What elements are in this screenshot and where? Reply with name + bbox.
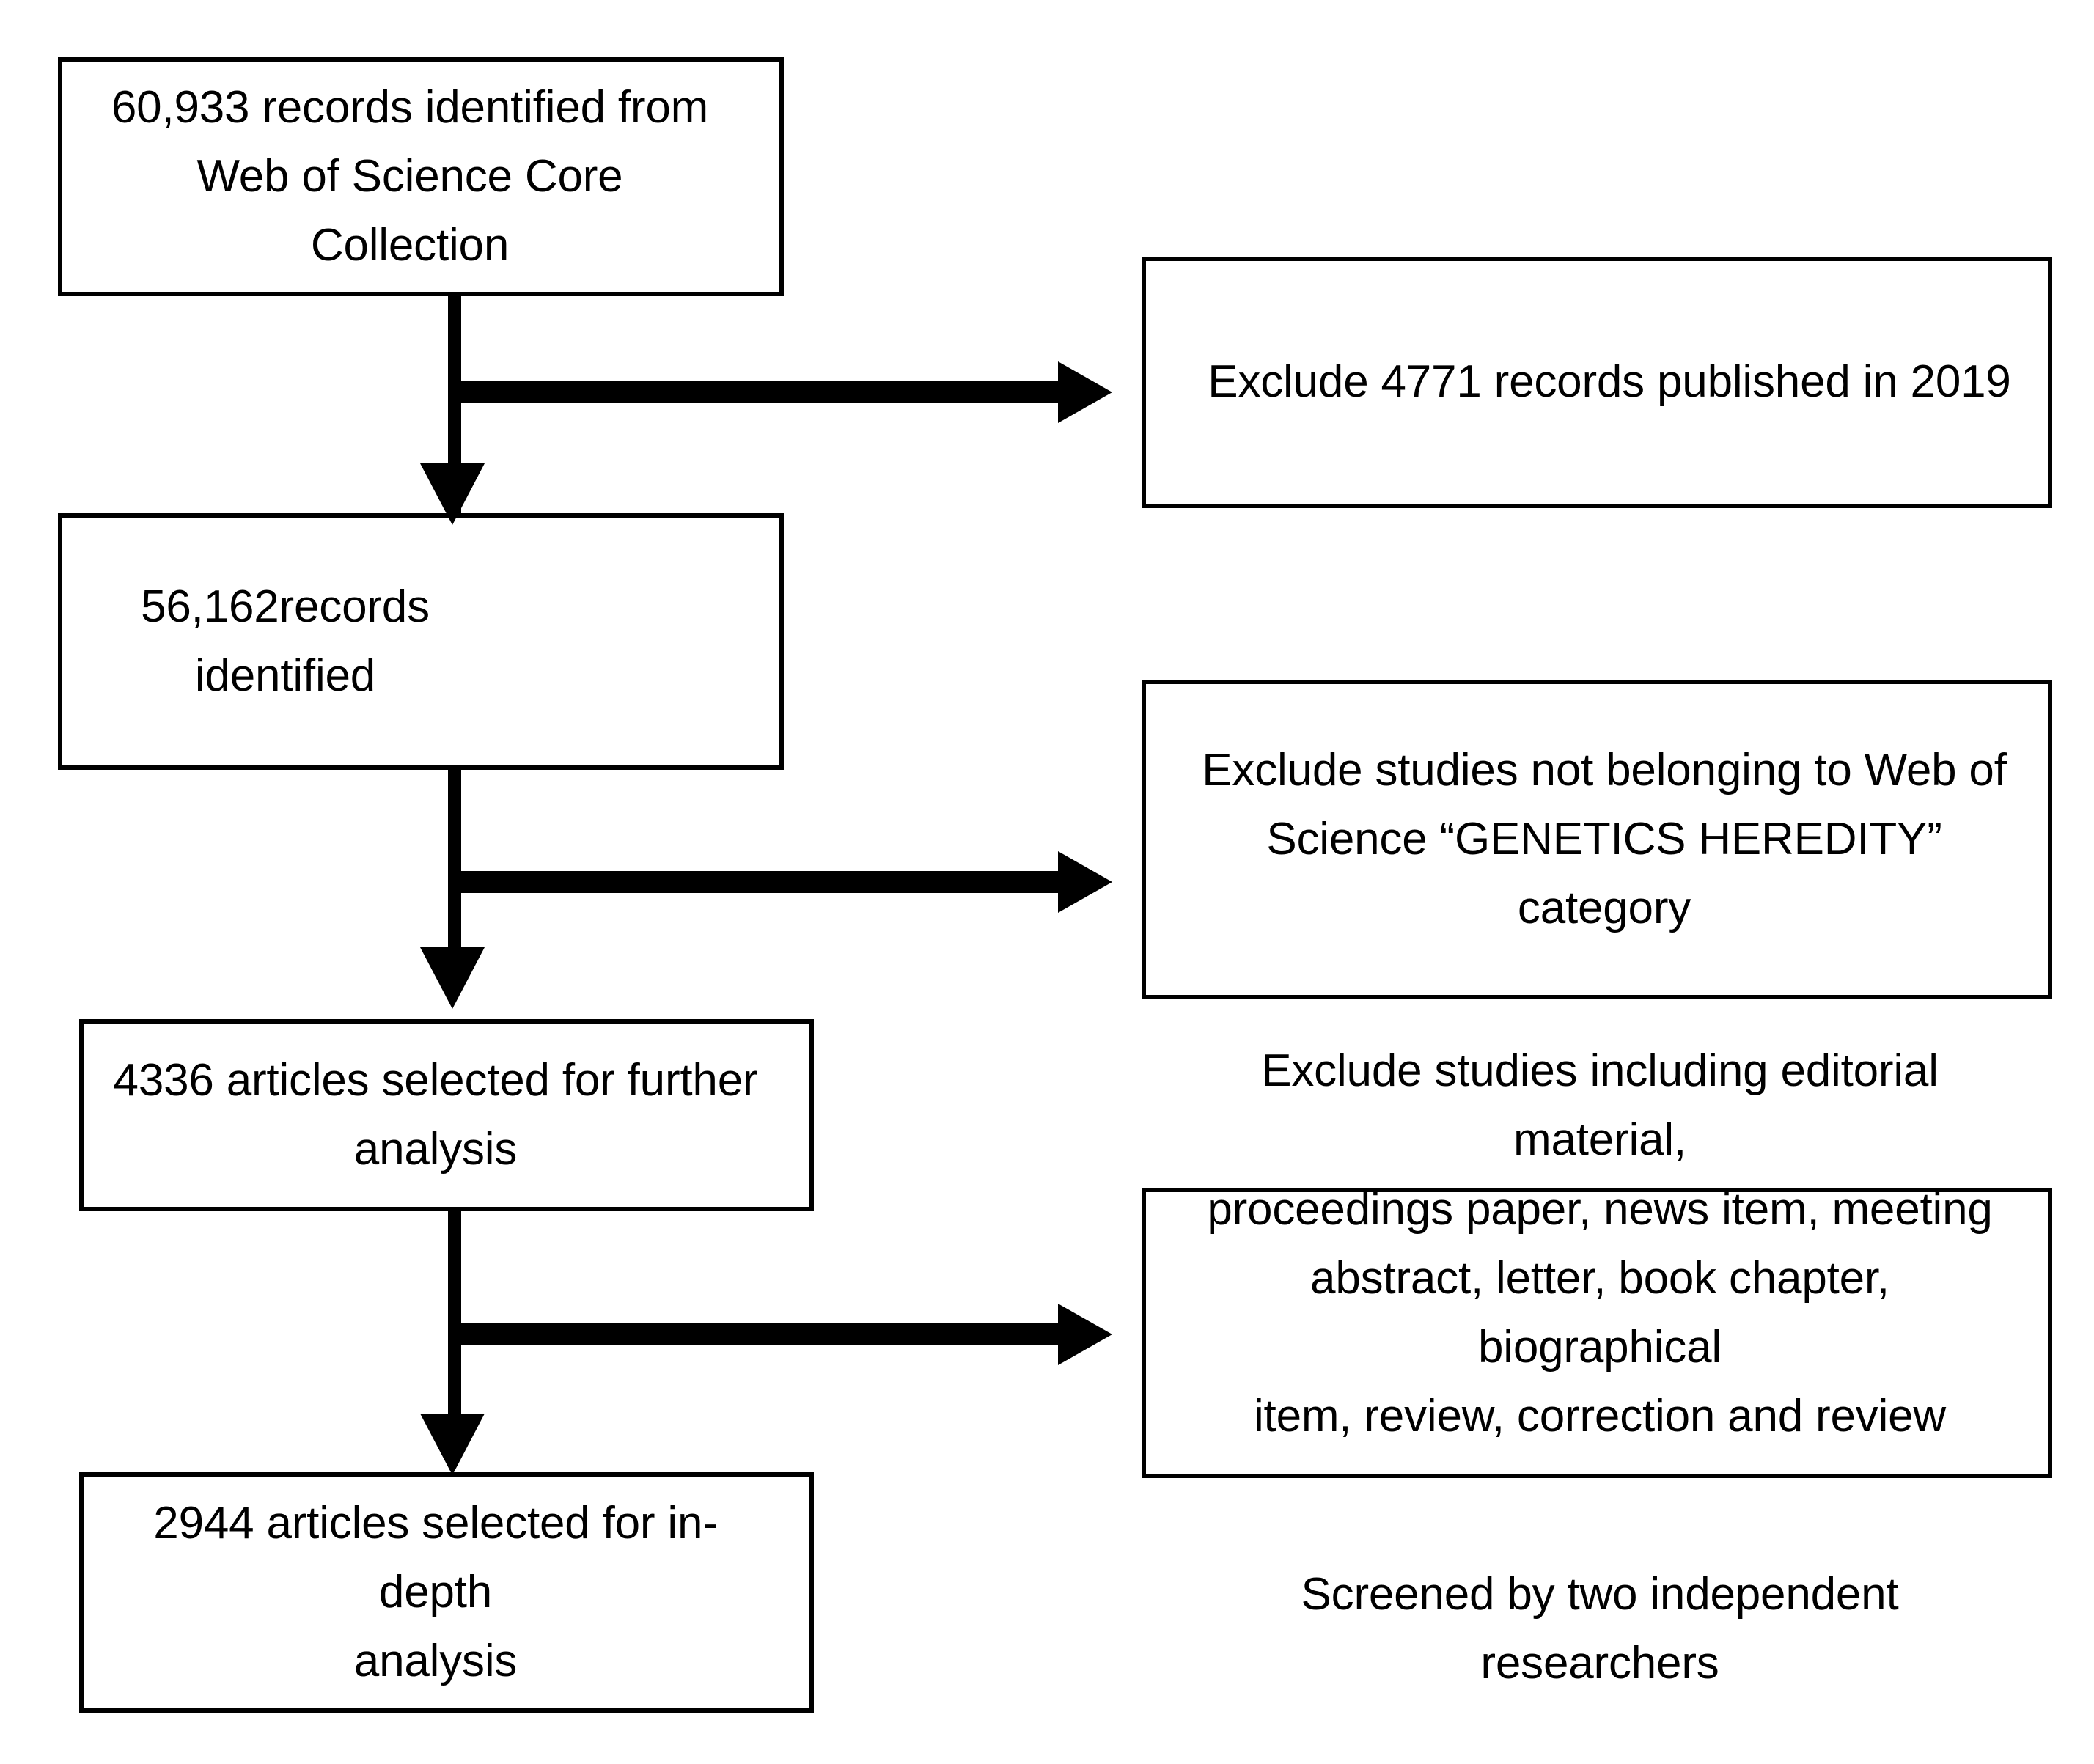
node-exclude-document-types-content: Exclude studies including editorial mate… <box>1175 968 2018 1698</box>
connector-further-to-excludetypes-line <box>448 1323 1059 1345</box>
connector-identified-to-records-line <box>448 296 461 515</box>
node-exclude-document-types-note: Screened by two independent researchers <box>1301 1568 1899 1688</box>
connector-records-to-further-arrowhead <box>420 947 485 1009</box>
connector-further-to-indepth-arrowhead <box>420 1414 485 1475</box>
node-exclude-non-genetics-category: Exclude studies not belonging to Web of … <box>1142 680 2052 999</box>
node-records-identified-source-label: 60,933 records identified from Web of Sc… <box>111 81 709 271</box>
connector-records-to-excludecategory-line <box>448 871 1059 893</box>
connector-records-to-excludecategory-arrowhead <box>1058 851 1112 913</box>
node-exclude-document-types-label: Exclude studies including editorial mate… <box>1207 1045 1993 1442</box>
node-exclude-records-2019: Exclude 4771 records published in 2019 <box>1142 257 2052 508</box>
node-records-identified-label: 56,162records identified <box>141 581 430 701</box>
node-records-identified: 56,162records identified <box>58 513 784 770</box>
node-articles-indepth-analysis-label: 2944 articles selected for in-depth anal… <box>153 1497 718 1687</box>
node-exclude-records-2019-label: Exclude 4771 records published in 2019 <box>1208 356 2011 408</box>
node-articles-further-analysis-label: 4336 articles selected for further analy… <box>113 1054 758 1175</box>
connector-identified-to-exclude2019-line <box>448 381 1059 403</box>
paragraph-gap <box>1187 1451 2013 1491</box>
node-articles-further-analysis: 4336 articles selected for further analy… <box>79 1019 814 1211</box>
connector-further-to-excludetypes-arrowhead <box>1058 1304 1112 1365</box>
node-articles-indepth-analysis: 2944 articles selected for in-depth anal… <box>79 1472 814 1713</box>
node-exclude-document-types: Exclude studies including editorial mate… <box>1142 1045 2052 1688</box>
connector-further-to-indepth-line <box>448 1211 461 1431</box>
node-records-identified-source: 60,933 records identified from Web of Sc… <box>58 57 784 296</box>
connector-identified-to-exclude2019-arrowhead <box>1058 361 1112 423</box>
node-exclude-non-genetics-category-label: Exclude studies not belonging to Web of … <box>1202 744 2007 934</box>
connector-identified-to-records-arrowhead <box>420 463 485 525</box>
